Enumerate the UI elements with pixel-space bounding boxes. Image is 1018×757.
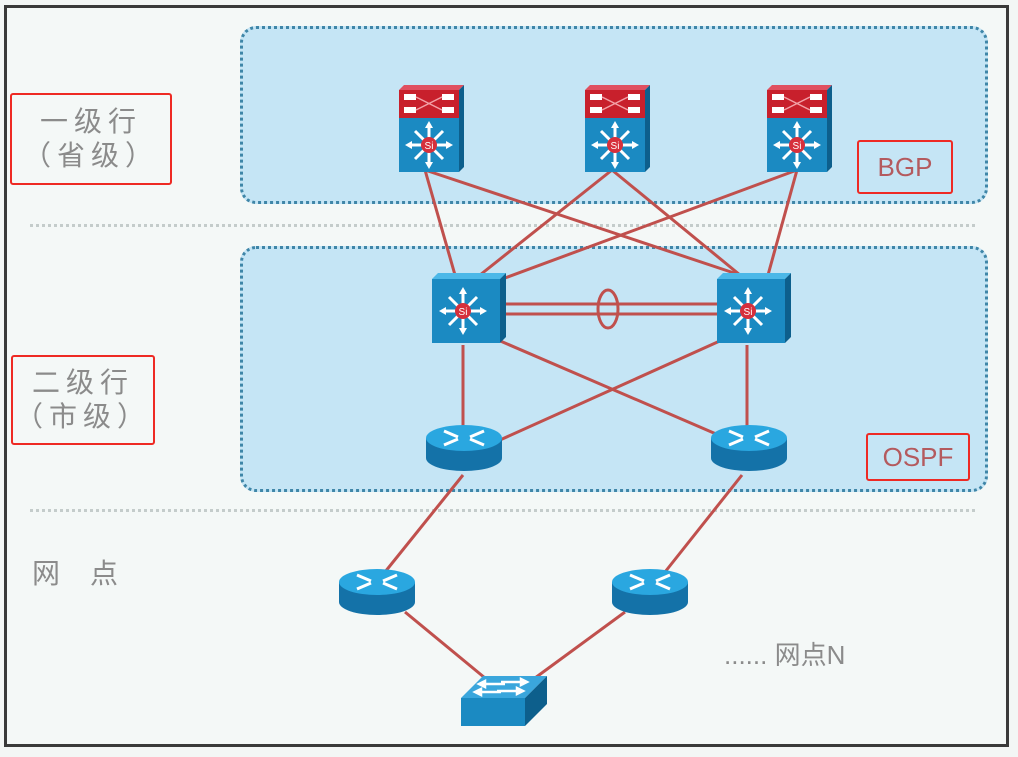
ospf-protocol-label: OSPF [866, 433, 970, 481]
branch-n-label: ...... 网点N [724, 640, 846, 670]
link-dist2-router1 [499, 338, 723, 442]
tier1-label-subtitle: （省级） [22, 139, 159, 172]
core-switch-3[interactable] [767, 85, 832, 172]
bgp-label-text: BGP [877, 151, 933, 182]
switch-arrows-icon [472, 676, 530, 698]
core-switch-1[interactable] [399, 85, 464, 172]
tier-separator-2 [30, 509, 975, 512]
link-core2-dist1 [479, 168, 613, 277]
link-core3-dist2 [766, 169, 799, 276]
etherchannel-bundle-marker [596, 288, 620, 330]
branch-router-1[interactable] [337, 567, 417, 617]
link-branch2-switch [534, 610, 626, 680]
tier-separator-1 [30, 224, 975, 227]
link-router2-branch2 [663, 474, 744, 573]
branch-router-2[interactable] [610, 567, 690, 617]
city-router-2[interactable] [709, 423, 789, 473]
firewall-icon [590, 94, 640, 113]
tier2-label-title: 二级行 [31, 366, 134, 399]
core-switch-2[interactable] [585, 85, 650, 172]
link-core3-dist1 [504, 168, 798, 280]
tier1-label-title: 一级行 [39, 105, 142, 138]
distribution-switch-1[interactable] [432, 273, 506, 343]
firewall-icon [404, 94, 454, 113]
branch-workgroup-switch[interactable] [461, 676, 547, 726]
tier1-label: 一级行 （省级） [10, 93, 172, 185]
link-core1-dist2 [424, 168, 741, 277]
link-core2-dist2 [611, 168, 741, 277]
branch-label: 网点 [32, 557, 149, 590]
link-router1-branch1 [383, 474, 465, 573]
bgp-protocol-label: BGP [857, 140, 953, 194]
links [383, 168, 799, 680]
tier2-label-subtitle: （市级） [14, 400, 151, 433]
tier2-zone [240, 246, 988, 492]
ospf-label-text: OSPF [882, 441, 954, 472]
city-router-1[interactable] [424, 423, 504, 473]
link-core1-dist1 [423, 169, 457, 276]
distribution-switch-2[interactable] [717, 273, 791, 343]
tier2-label: 二级行 （市级） [11, 355, 155, 445]
link-branch1-switch [404, 610, 486, 680]
firewall-icon [772, 94, 822, 113]
